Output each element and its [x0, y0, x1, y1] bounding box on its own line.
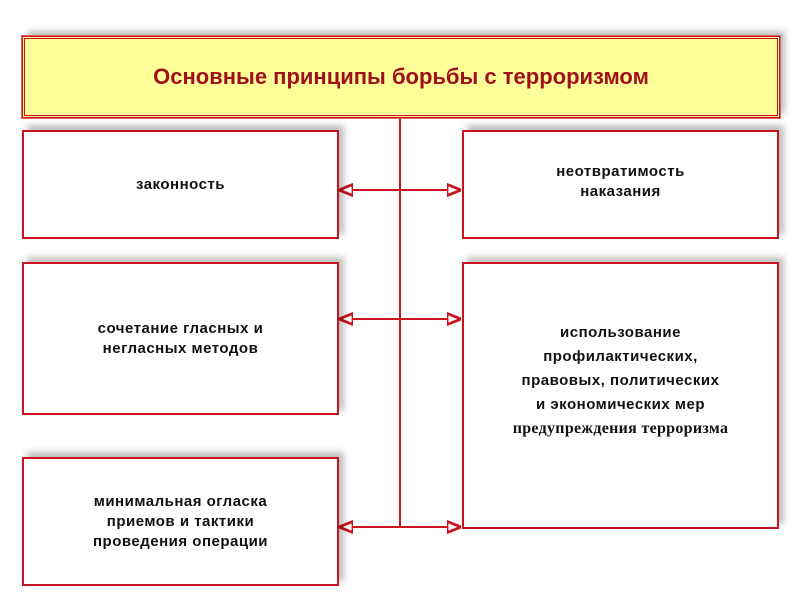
box-text: сочетание гласных и: [97, 319, 264, 337]
box-text: и экономических мер: [535, 395, 706, 413]
principle-inevitability-punishment: неотвратимость наказания: [462, 130, 779, 239]
principle-open-covert-methods: сочетание гласных и негласных методов: [22, 262, 339, 415]
box-text: минимальная огласка: [93, 492, 268, 510]
principle-legality: законность: [22, 130, 339, 239]
box-text: наказания: [580, 183, 661, 200]
principle-minimal-publicity: минимальная огласка приемов и тактики пр…: [22, 457, 339, 586]
box-text: законность: [135, 175, 226, 193]
principle-prevention-measures: использование профилактических, правовых…: [462, 262, 779, 529]
box-text: предупреждения терроризма: [512, 419, 729, 437]
box-text: профилактических,: [543, 347, 698, 365]
diagram-title: Основные принципы борьбы с терроризмом: [21, 35, 781, 119]
box-text: приемов и тактики: [106, 512, 255, 530]
box-text: неотвратимость: [556, 163, 685, 180]
box-text: проведения операции: [92, 532, 269, 550]
box-text: негласных методов: [102, 339, 259, 357]
title-text: Основные принципы борьбы с терроризмом: [153, 64, 649, 89]
box-text: правовых, политических: [521, 371, 720, 389]
box-text: использование: [560, 323, 681, 341]
